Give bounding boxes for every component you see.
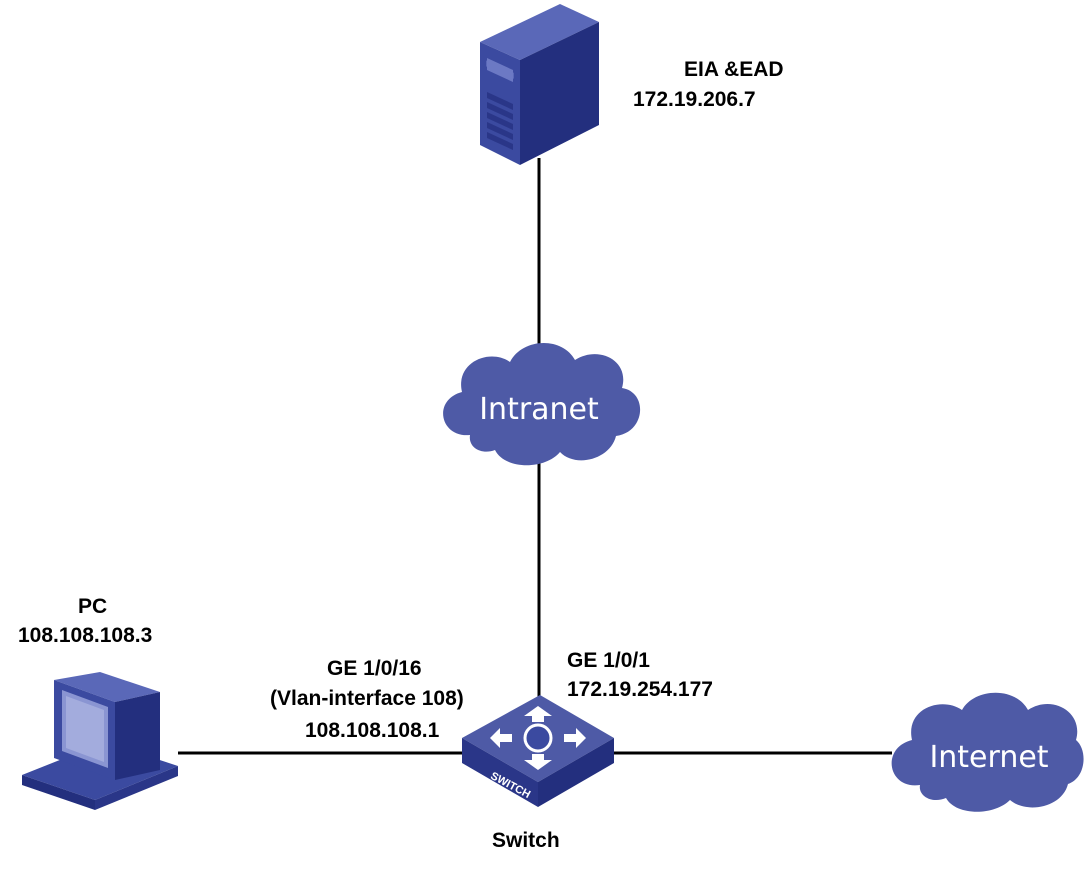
intranet-label: Intranet xyxy=(479,392,599,427)
pc-name: PC xyxy=(78,595,108,618)
server-ip: 172.19.206.7 xyxy=(633,88,756,111)
pc-ip: 108.108.108.3 xyxy=(18,624,153,647)
switch-left-port-name: GE 1/0/16 xyxy=(327,657,422,680)
internet-cloud-icon: Internet xyxy=(891,692,1084,812)
switch-left-port-vlan: (Vlan-interface 108) xyxy=(270,687,464,710)
server-name: EIA &EAD xyxy=(684,58,784,81)
switch-right-port-name: GE 1/0/1 xyxy=(567,649,650,672)
switch-icon: SWITCH xyxy=(462,695,614,807)
switch-right-port-ip: 172.19.254.177 xyxy=(567,678,713,701)
switch-name: Switch xyxy=(492,829,560,852)
pc-icon xyxy=(22,672,178,810)
switch-left-port-ip: 108.108.108.1 xyxy=(305,719,440,742)
links xyxy=(178,158,892,755)
server-icon xyxy=(480,4,599,165)
intranet-cloud-icon: Intranet xyxy=(443,342,641,466)
internet-label: Internet xyxy=(929,740,1048,775)
